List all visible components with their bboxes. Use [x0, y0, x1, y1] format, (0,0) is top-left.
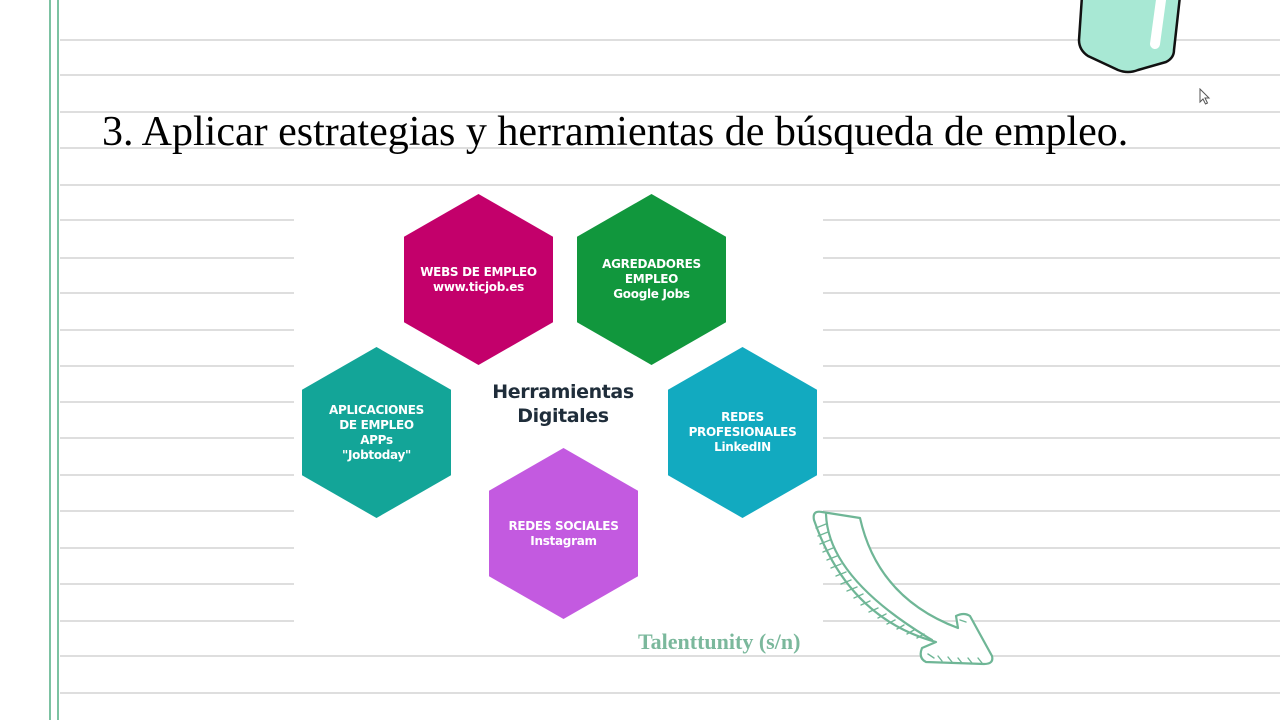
hex-label: Google Jobs	[613, 287, 690, 301]
margin-line-inner	[57, 0, 59, 720]
hex-label: PROFESIONALES	[688, 425, 797, 439]
margin-line-outer	[49, 0, 51, 720]
hex-aplicaciones-de-empleo: APLICACIONES DE EMPLEO APPs "Jobtoday"	[302, 347, 451, 518]
diagram-center-label: Herramientas Digitales	[478, 380, 648, 428]
hex-label: LinkedIN	[714, 440, 771, 454]
center-label-line: Herramientas	[492, 381, 634, 403]
center-label-line: Digitales	[517, 405, 609, 427]
bookmark-tab-decoration	[1077, 0, 1181, 74]
image-caption: Talenttunity (s/n)	[638, 629, 801, 654]
hex-label: www.ticjob.es	[433, 279, 524, 294]
hex-label: Instagram	[530, 533, 597, 548]
hex-label: APPs	[360, 432, 393, 447]
hex-label: WEBS DE EMPLEO	[420, 264, 537, 279]
rule-line	[60, 111, 1280, 113]
hex-label: EMPLEO	[624, 272, 679, 286]
rule-line	[60, 147, 1280, 149]
hex-label: APLICACIONES	[328, 402, 425, 417]
hex-label: REDES	[721, 410, 764, 424]
curved-arrow-icon	[812, 510, 994, 666]
rule-line	[60, 74, 1280, 76]
rule-line	[60, 184, 1280, 186]
hex-label: AGREDADORES	[602, 257, 701, 271]
rule-line	[60, 655, 1280, 657]
slide-title: 3. Aplicar estrategias y herramientas de…	[102, 109, 1129, 155]
mouse-cursor-icon	[1199, 88, 1211, 105]
hex-label: DE EMPLEO	[339, 417, 414, 432]
hex-label: "Jobtoday"	[342, 447, 411, 462]
rule-line	[60, 39, 1280, 41]
rule-line	[60, 692, 1280, 694]
hex-label: REDES SOCIALES	[508, 518, 619, 533]
